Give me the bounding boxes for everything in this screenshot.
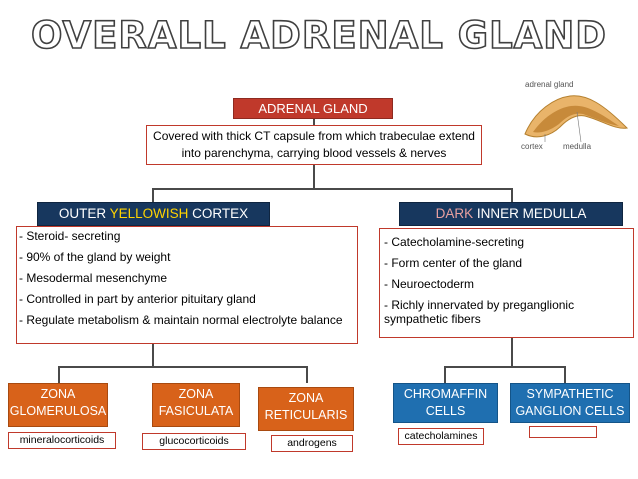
zona-fasiculata-box: ZONA FASICULATA [152,383,240,427]
chromaffin-cells-box: CHROMAFFIN CELLS [393,383,498,423]
cortex-features-list: - Steroid- secreting - 90% of the gland … [16,226,358,344]
connector [58,366,308,368]
adrenal-gland-box: ADRENAL GLAND [233,98,393,119]
cortex-label-highlight: YELLOWISH [109,206,189,221]
connector [444,366,446,383]
list-item: - Regulate metabolism & maintain normal … [19,313,343,327]
inset-title: adrenal gland [525,80,574,89]
cortex-label-post: CORTEX [188,206,249,221]
list-item: - Steroid- secreting [19,229,121,243]
adrenal-gland-icon [524,95,629,142]
inner-medulla-header: DARK INNER MEDULLA [399,202,623,226]
list-item: - Catecholamine-secreting [384,235,525,249]
list-item: - Neuroectoderm [384,277,475,291]
connector [564,366,566,383]
list-item: - Richly innervated by preganglionic sym… [384,298,575,326]
page-title: OVERALL ADRENAL GLAND [30,13,607,58]
connector [152,188,513,190]
outer-cortex-header: OUTER YELLOWISH CORTEX [37,202,270,226]
glucocorticoids-tag: glucocorticoids [142,433,246,450]
medulla-label-post: INNER MEDULLA [476,206,587,221]
androgens-tag: androgens [271,435,353,452]
capsule-description: Covered with thick CT capsule from which… [146,125,482,165]
connector [444,366,566,368]
mineralocorticoids-tag: mineralocorticoids [8,432,116,449]
connector [313,165,315,190]
connector [511,338,513,368]
connector [58,366,60,383]
connector [152,343,154,368]
list-item: - Form center of the gland [384,256,523,270]
list-item: - Mesodermal mesenchyme [19,271,168,285]
list-item: - Controlled in part by anterior pituita… [19,292,256,306]
list-item: - 90% of the gland by weight [19,250,171,264]
inset-cortex-label: cortex [521,142,543,151]
inset-medulla-label: medulla [563,142,592,151]
connector [313,118,315,125]
zona-reticularis-box: ZONA RETICULARIS [258,387,354,431]
zona-glomerulosa-box: ZONA GLOMERULOSA [8,383,108,427]
sympathetic-ganglion-cells-box: SYMPATHETIC GANGLION CELLS [510,383,630,423]
connector [306,366,308,383]
connector [511,188,513,202]
catecholamines-tag: catecholamines [398,428,484,445]
medulla-features-list: - Catecholamine-secreting - Form center … [379,228,634,338]
connector [152,188,154,202]
cortex-label-pre: OUTER [58,206,110,221]
adrenal-gland-illustration: adrenal gland cortex medulla [515,80,635,158]
medulla-label-pre: DARK [435,206,477,221]
empty-product-tag [529,426,597,438]
